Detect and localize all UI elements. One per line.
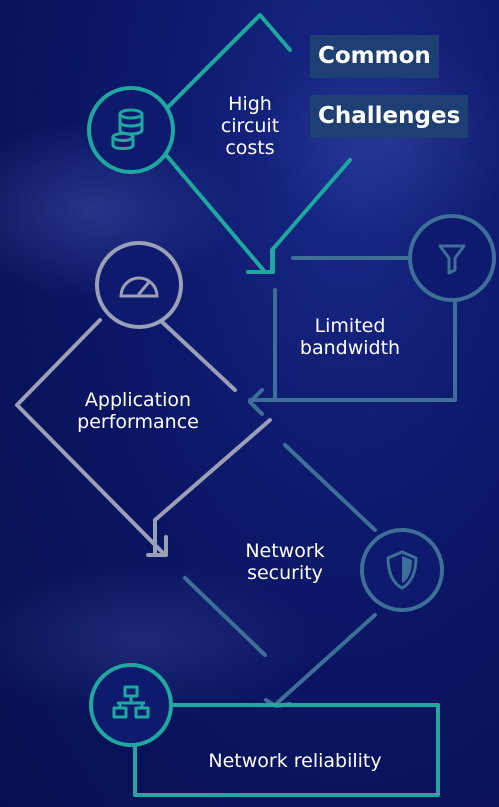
- application-performance-connector: [15, 318, 272, 557]
- limited-bandwidth-label: Limited bandwidth: [299, 315, 401, 359]
- high-circuit-costs-connector: [143, 13, 352, 274]
- application-performance-label: Application performance: [77, 389, 199, 433]
- high-circuit-costs-label: High circuit costs: [220, 93, 280, 159]
- step2-icon-circle: [408, 214, 496, 302]
- coins-stack-icon: [111, 108, 144, 150]
- network-reliability-label: Network reliability: [208, 750, 382, 772]
- filter-funnel-icon: [438, 244, 466, 275]
- step1-icon-circle: [87, 86, 175, 174]
- network-reliability-connector: [133, 703, 440, 797]
- step3-icon-circle: [95, 241, 183, 329]
- title-common: Common: [310, 35, 439, 78]
- shield-icon: [386, 550, 418, 590]
- step5-icon-circle: [89, 663, 173, 747]
- network-hierarchy-icon: [112, 685, 150, 719]
- network-security-label: Network security: [245, 540, 325, 584]
- limited-bandwidth-connector: [248, 256, 457, 416]
- title-challenges: Challenges: [310, 95, 469, 138]
- speedometer-gauge-icon: [119, 276, 159, 298]
